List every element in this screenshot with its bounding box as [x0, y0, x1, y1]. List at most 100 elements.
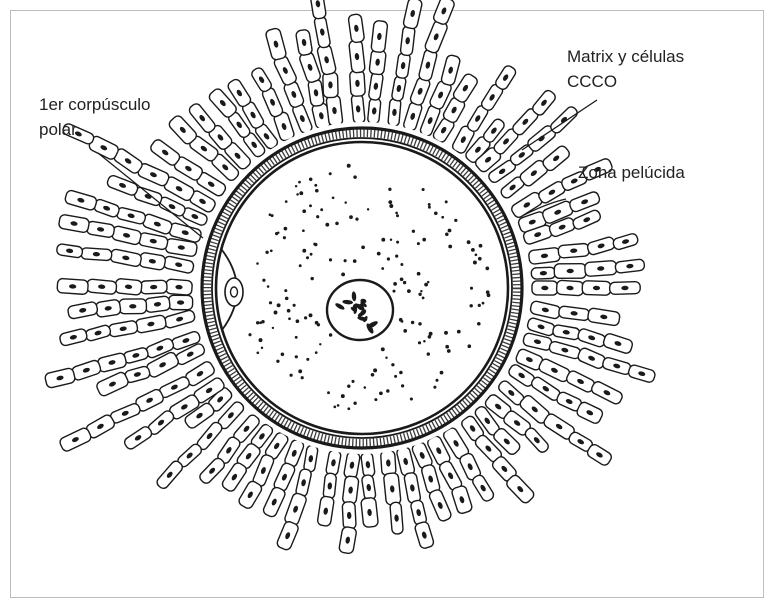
granule [347, 164, 351, 168]
granule [277, 231, 279, 233]
granule [302, 249, 306, 253]
granule [475, 253, 478, 256]
granule [284, 289, 287, 292]
granule [422, 238, 426, 242]
granule [314, 184, 317, 187]
granule [473, 261, 477, 265]
granule [256, 351, 259, 354]
granule [392, 290, 395, 293]
granule [284, 227, 288, 231]
granule [412, 230, 415, 233]
granule [422, 188, 425, 191]
granule [344, 201, 346, 203]
granule [296, 319, 300, 323]
granule [410, 397, 413, 400]
granule [447, 349, 451, 353]
granule [298, 369, 302, 373]
granule [311, 277, 314, 280]
granule [261, 347, 263, 349]
granule [391, 363, 394, 366]
granule [478, 257, 482, 261]
granule [396, 214, 399, 217]
granule [288, 317, 291, 320]
granule [270, 249, 273, 252]
granule [388, 200, 392, 204]
granule [361, 245, 365, 249]
granule [390, 239, 392, 241]
granule [319, 343, 321, 345]
granule [349, 215, 353, 219]
granule [315, 351, 318, 354]
granule [381, 238, 385, 242]
granule [276, 360, 279, 363]
granule [433, 386, 436, 389]
granule [295, 336, 298, 339]
granule [289, 374, 292, 377]
granule [333, 406, 336, 409]
granule [469, 304, 472, 307]
granule [445, 345, 449, 349]
polar-body-label-line2: polar [39, 117, 151, 142]
granule [403, 329, 407, 333]
granule [262, 279, 265, 282]
granule [248, 333, 251, 336]
granule [470, 287, 473, 290]
granule [487, 293, 491, 297]
granule [269, 213, 272, 216]
granule [471, 248, 475, 252]
granule [267, 285, 270, 288]
granule [395, 255, 398, 258]
granule [478, 304, 481, 307]
granule [353, 175, 357, 179]
granule [316, 215, 319, 218]
matrix-label-line1: Matrix y células [567, 44, 684, 69]
granule [444, 331, 448, 335]
granule [457, 330, 461, 334]
granule [285, 200, 288, 203]
granule [400, 277, 404, 281]
granule [428, 335, 432, 339]
granule [448, 245, 452, 249]
granule [351, 380, 354, 383]
polar-body-label-line1: 1er corpúsculo [39, 92, 151, 117]
granule [313, 243, 316, 246]
granule [482, 302, 485, 305]
granule [407, 289, 411, 293]
granule [310, 253, 313, 256]
granule [315, 189, 319, 193]
granule [309, 204, 312, 207]
granule [381, 267, 384, 270]
granule [387, 257, 390, 260]
granule [293, 304, 296, 307]
granule [399, 318, 403, 322]
granule [401, 384, 404, 387]
granule [388, 188, 391, 191]
granule [355, 217, 358, 220]
granule [440, 371, 444, 375]
granule [309, 178, 313, 182]
granule [400, 263, 403, 266]
granule [395, 212, 398, 215]
granule [441, 216, 444, 219]
granule [295, 185, 297, 187]
granule [379, 391, 383, 395]
granule [347, 407, 350, 410]
granule [341, 272, 345, 276]
granule [281, 353, 285, 357]
granule [302, 229, 305, 232]
polar-body-label: 1er corpúsculo polar [39, 92, 151, 142]
granule [269, 301, 272, 304]
granule [296, 193, 299, 196]
granule [272, 327, 274, 329]
granule [283, 236, 286, 239]
granule [353, 402, 356, 405]
granule [420, 290, 422, 292]
granule [428, 203, 431, 206]
granule [325, 223, 329, 227]
granule [304, 316, 307, 319]
granule [353, 259, 357, 263]
granule [393, 282, 397, 286]
granule [371, 373, 375, 377]
granule [299, 191, 303, 195]
granule [309, 313, 313, 317]
